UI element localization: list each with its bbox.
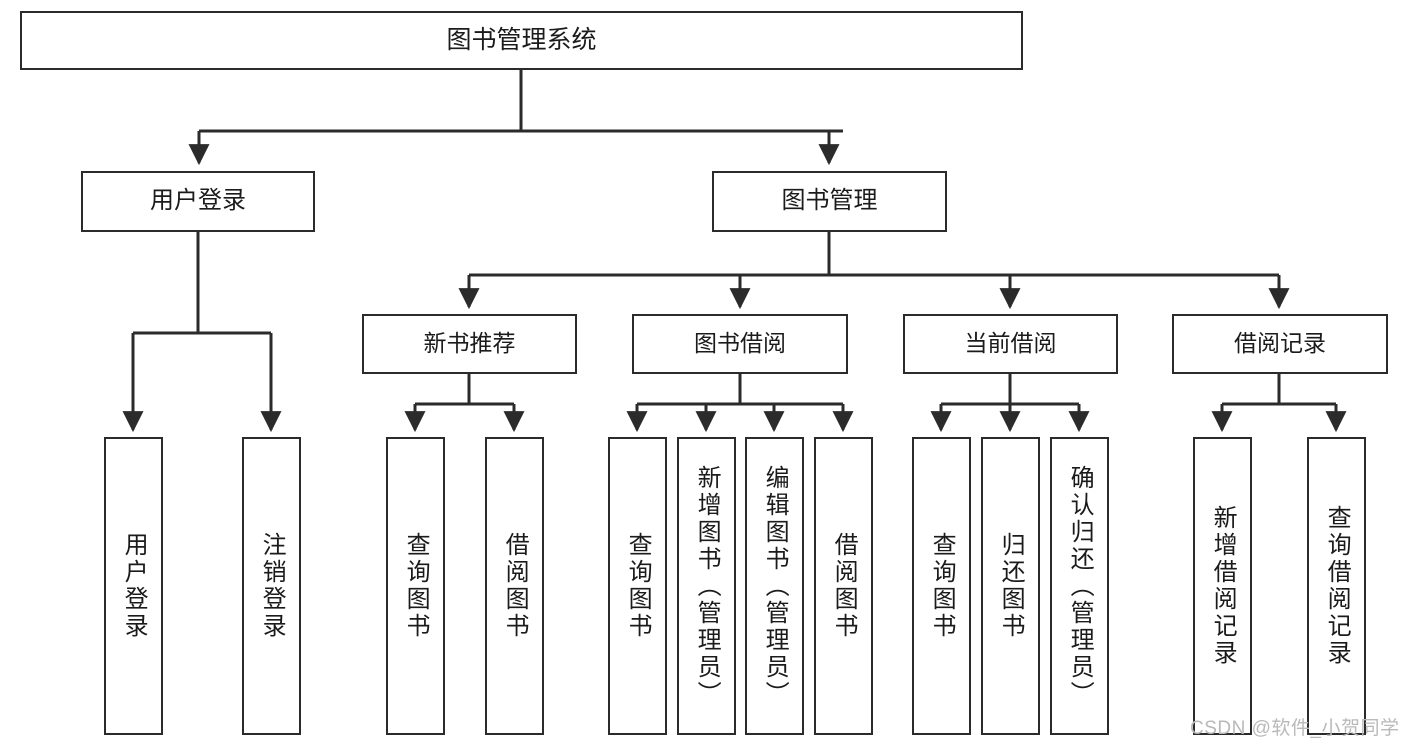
leaf-query-book-borrow[interactable]: 查询图书 xyxy=(608,437,667,735)
node-label: 图书借阅 xyxy=(694,330,786,357)
node-label: 查询图书 xyxy=(928,532,956,640)
node-label: 新增图书（管理员） xyxy=(693,464,721,708)
node-label: 用户登录 xyxy=(150,187,246,215)
node-label: 图书管理 xyxy=(781,187,878,215)
leaf-return-book[interactable]: 归还图书 xyxy=(981,437,1040,735)
leaf-edit-book-admin[interactable]: 编辑图书（管理员） xyxy=(745,437,804,735)
leaf-borrow-book[interactable]: 借阅图书 xyxy=(814,437,873,735)
node-label: 图书管理系统 xyxy=(446,25,597,54)
node-label: 查询借阅记录 xyxy=(1323,505,1351,667)
node-book-borrow[interactable]: 图书借阅 xyxy=(632,314,848,374)
node-label: 查询图书 xyxy=(624,532,652,640)
node-label: 编辑图书（管理员） xyxy=(761,464,789,708)
node-label: 注销登录 xyxy=(258,532,286,640)
node-current-borrow[interactable]: 当前借阅 xyxy=(903,314,1118,374)
node-book-management[interactable]: 图书管理 xyxy=(712,171,947,232)
leaf-query-book-current[interactable]: 查询图书 xyxy=(912,437,971,735)
leaf-query-book-recommend[interactable]: 查询图书 xyxy=(386,437,445,735)
leaf-add-book-admin[interactable]: 新增图书（管理员） xyxy=(677,437,736,735)
node-label: 新书推荐 xyxy=(423,330,516,357)
leaf-user-login[interactable]: 用户登录 xyxy=(104,437,163,735)
node-label: 借阅图书 xyxy=(501,532,529,640)
leaf-borrow-book-recommend[interactable]: 借阅图书 xyxy=(485,437,544,735)
node-label: 借阅记录 xyxy=(1234,330,1326,357)
node-user-login[interactable]: 用户登录 xyxy=(81,171,315,232)
node-label: 确认归还（管理员） xyxy=(1066,464,1094,708)
node-new-book-recommend[interactable]: 新书推荐 xyxy=(362,314,577,374)
leaf-query-borrow-record[interactable]: 查询借阅记录 xyxy=(1307,437,1366,735)
leaf-logout-login[interactable]: 注销登录 xyxy=(242,437,301,735)
node-root-system[interactable]: 图书管理系统 xyxy=(20,11,1023,70)
node-label: 归还图书 xyxy=(997,532,1025,640)
node-label: 借阅图书 xyxy=(830,532,858,640)
node-label: 用户登录 xyxy=(120,532,148,640)
node-borrow-record[interactable]: 借阅记录 xyxy=(1172,314,1388,374)
node-label: 当前借阅 xyxy=(964,330,1057,357)
csdn-watermark: CSDN @软件_小贺同学 xyxy=(1190,718,1400,739)
leaf-confirm-return-admin[interactable]: 确认归还（管理员） xyxy=(1050,437,1109,735)
node-label: 查询图书 xyxy=(402,532,430,640)
leaf-add-borrow-record[interactable]: 新增借阅记录 xyxy=(1193,437,1252,735)
node-label: 新增借阅记录 xyxy=(1209,505,1237,667)
